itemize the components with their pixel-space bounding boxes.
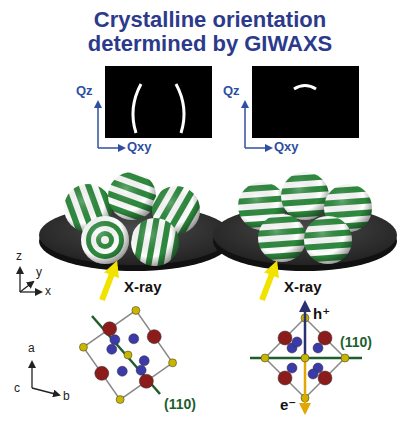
striped-sphere	[131, 218, 179, 266]
axis-label: a	[28, 342, 35, 356]
sphere-shade	[258, 214, 306, 262]
metal-atom	[341, 354, 349, 362]
sphere-body	[258, 214, 306, 262]
giwaxs-panel	[252, 66, 359, 138]
metal-atom	[132, 306, 140, 314]
organic-atom	[117, 366, 127, 376]
halide-atom	[103, 322, 117, 336]
halide-atom	[278, 371, 292, 385]
unit-cell	[83, 310, 172, 399]
plane-label: (110)	[164, 396, 196, 412]
charge-label: h⁺	[313, 305, 330, 322]
axis-arrow	[32, 388, 59, 395]
axis-arrow	[20, 282, 33, 292]
xray-arrow	[262, 266, 275, 300]
sphere-shade	[108, 172, 156, 220]
diffraction-arc	[294, 86, 316, 90]
sphere-body	[304, 216, 352, 264]
halide-atom	[318, 331, 332, 345]
organic-atom	[136, 365, 146, 375]
axis-label: y	[36, 266, 42, 280]
metal-atom	[79, 343, 87, 351]
striped-sphere	[81, 216, 129, 264]
sphere-shade	[281, 172, 329, 220]
halide-atom	[139, 374, 153, 388]
beam-label: X-ray	[124, 278, 162, 295]
axis-label: x	[45, 285, 51, 299]
organic-atom	[308, 369, 318, 379]
axis-arrow	[245, 147, 271, 149]
striped-sphere	[304, 216, 352, 264]
organic-atom	[287, 363, 297, 373]
metal-atom	[301, 354, 309, 362]
organic-atom	[313, 343, 323, 353]
sphere-body	[281, 172, 329, 220]
axis-label: Qxy	[127, 140, 152, 155]
axis-arrow	[244, 102, 246, 148]
diffraction-arc	[133, 84, 141, 133]
axis-label: c	[14, 382, 20, 396]
striped-sphere	[258, 214, 306, 262]
striped-sphere	[281, 172, 329, 220]
sphere-shade	[304, 216, 352, 264]
axis-arrow	[20, 291, 41, 292]
organic-atom	[129, 334, 139, 344]
axis-label: z	[16, 250, 22, 264]
xray-arrow	[102, 266, 115, 300]
electron-arrow	[304, 358, 307, 412]
organic-atom	[139, 356, 149, 366]
halide-atom	[147, 330, 161, 344]
beam-label: X-ray	[284, 278, 322, 295]
striped-sphere	[108, 172, 156, 220]
charge-label: e⁻	[280, 396, 296, 413]
metal-atom	[261, 354, 269, 362]
organic-atom	[292, 337, 302, 347]
axis-arrow	[31, 362, 32, 388]
axis-arrow	[19, 268, 20, 292]
hole-arrow	[304, 303, 307, 358]
axis-label: Qz	[76, 84, 93, 99]
sphere-body	[108, 172, 156, 220]
axis-arrow	[98, 147, 124, 149]
axis-label: Qxy	[274, 140, 299, 155]
organic-atom	[107, 344, 117, 354]
sphere-body	[131, 218, 179, 266]
sphere-ring	[81, 216, 129, 264]
sphere-shade	[81, 216, 129, 264]
metal-atom	[169, 359, 177, 367]
halide-atom	[278, 331, 292, 345]
halide-atom	[95, 366, 109, 380]
lattice-plane	[92, 316, 160, 394]
diffraction-arc	[176, 84, 184, 133]
giwaxs-panel	[105, 66, 212, 138]
sphere-shade	[131, 218, 179, 266]
metal-atom	[116, 396, 124, 404]
axis-label: b	[63, 390, 70, 404]
organic-atom	[110, 335, 120, 345]
figure-title: Crystalline orientation determined by GI…	[70, 8, 350, 56]
halide-atom	[318, 371, 332, 385]
plane-label: (110)	[340, 334, 372, 350]
axis-label: Qz	[223, 84, 240, 99]
axis-arrow	[97, 102, 99, 148]
metal-atom	[124, 351, 132, 359]
